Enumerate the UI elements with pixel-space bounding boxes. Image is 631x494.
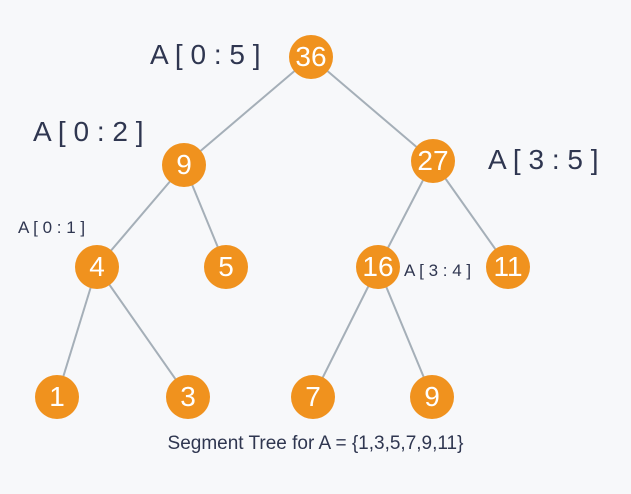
- edge-4-3: [96, 266, 189, 398]
- edge-root-left: [183, 56, 312, 166]
- node-root-36: 36: [289, 35, 333, 79]
- node-4: 4: [75, 245, 119, 289]
- range-label-3-5: A [ 3 : 5 ]: [488, 144, 599, 175]
- range-label-0-5: A [ 0 : 5 ]: [150, 39, 261, 70]
- leaf-3: 3: [166, 375, 210, 419]
- leaf-7: 7: [291, 375, 335, 419]
- range-label-0-1: A [ 0 : 1 ]: [18, 218, 86, 237]
- node-left-9: 9: [162, 143, 206, 187]
- node-5: 5: [204, 245, 248, 289]
- range-label-3-4: A [ 3 : 4 ]: [404, 261, 472, 280]
- node-11: 11: [486, 245, 530, 289]
- node-right-27: 27: [411, 139, 455, 183]
- leaf-1: 1: [35, 375, 79, 419]
- range-label-0-2: A [ 0 : 2 ]: [33, 116, 144, 147]
- caption: Segment Tree for A = {1,3,5,7,9,11}: [167, 433, 464, 454]
- node-16: 16: [356, 245, 400, 289]
- leaf-9: 9: [410, 375, 454, 419]
- edge-root-right: [310, 56, 434, 162]
